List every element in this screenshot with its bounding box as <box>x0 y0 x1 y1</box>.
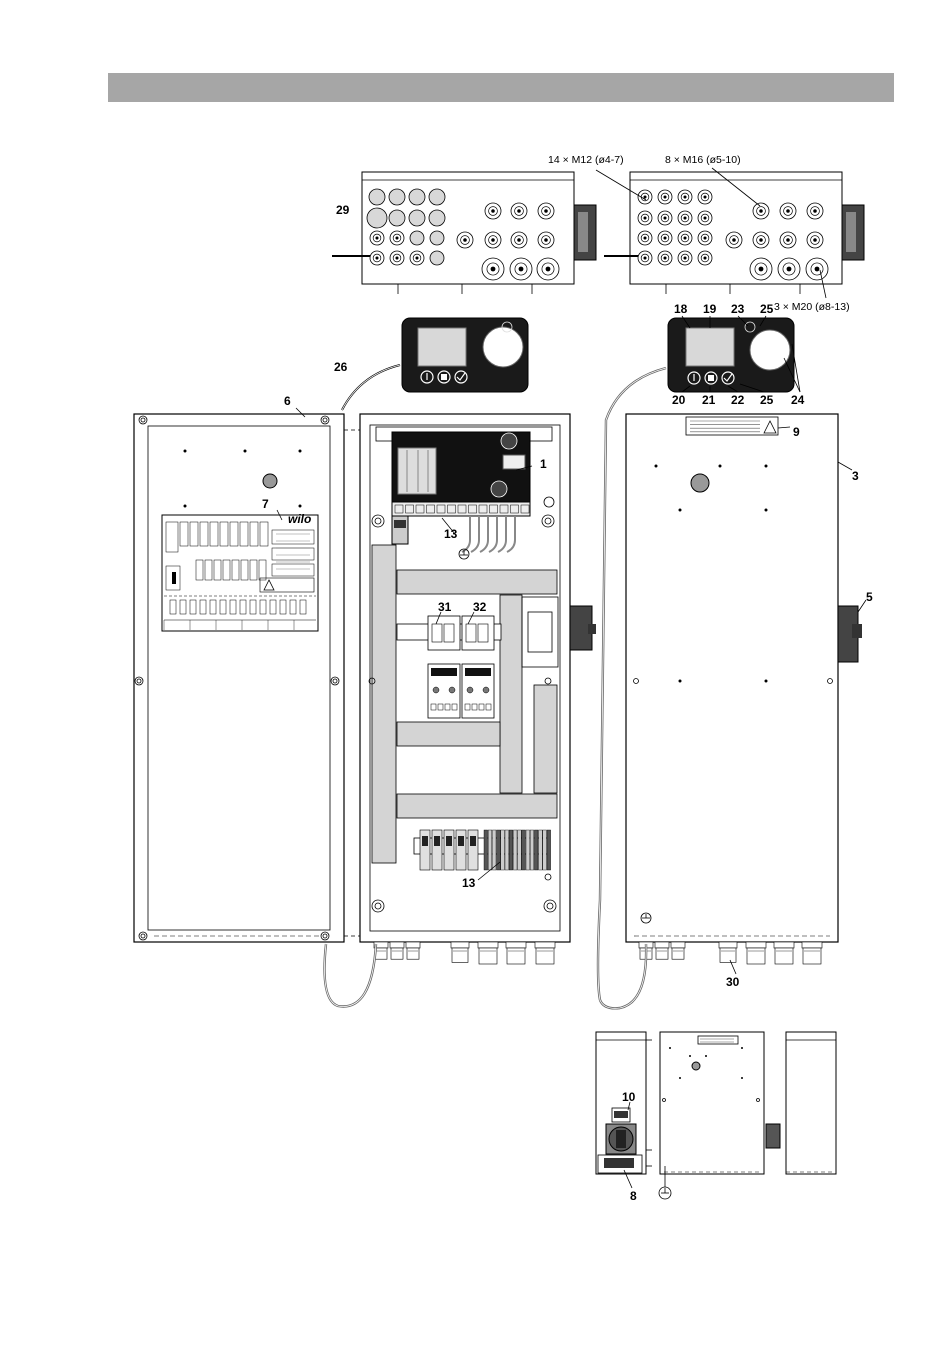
callout-22: 22 <box>731 393 745 407</box>
callout-13-top: 13 <box>444 527 458 541</box>
callout-31: 31 <box>438 600 452 614</box>
top-view-right <box>596 168 864 298</box>
callout-20: 20 <box>672 393 686 407</box>
cabinet-door: wilo <box>134 408 360 942</box>
wilo-logo: wilo <box>288 512 311 526</box>
callout-1: 1 <box>540 457 547 471</box>
callout-32: 32 <box>473 600 487 614</box>
m12-gland-label: 14 × M12 (ø4-7) <box>548 154 624 166</box>
callout-5: 5 <box>866 590 873 604</box>
control-panel-left <box>342 318 528 410</box>
callout-3: 3 <box>852 469 859 483</box>
closed-cabinet <box>600 414 866 1008</box>
callout-24: 24 <box>791 393 805 407</box>
warning-icon <box>764 421 776 433</box>
callout-6: 6 <box>284 394 291 408</box>
callout-21: 21 <box>702 393 716 407</box>
callout-26: 26 <box>334 360 348 374</box>
callout-7: 7 <box>262 497 269 511</box>
callout-18: 18 <box>674 302 688 316</box>
callout-30: 30 <box>726 975 740 989</box>
callout-8: 8 <box>630 1189 637 1203</box>
callout-29: 29 <box>336 203 350 217</box>
callout-23: 23 <box>731 302 745 316</box>
m16-gland-label: 8 × M16 (ø5-10) <box>665 154 741 166</box>
callout-19: 19 <box>703 302 717 316</box>
open-cabinet <box>325 414 597 1006</box>
control-panel-right <box>598 316 800 1000</box>
callout-25-bottom: 25 <box>760 393 774 407</box>
side-views <box>596 1032 836 1199</box>
callout-25-top: 25 <box>760 302 774 316</box>
top-view-left <box>332 172 596 294</box>
m20-gland-label: 3 × M20 (ø8-13) <box>774 301 850 313</box>
callout-9: 9 <box>793 425 800 439</box>
callout-13-bottom: 13 <box>462 876 476 890</box>
callout-10: 10 <box>622 1090 636 1104</box>
